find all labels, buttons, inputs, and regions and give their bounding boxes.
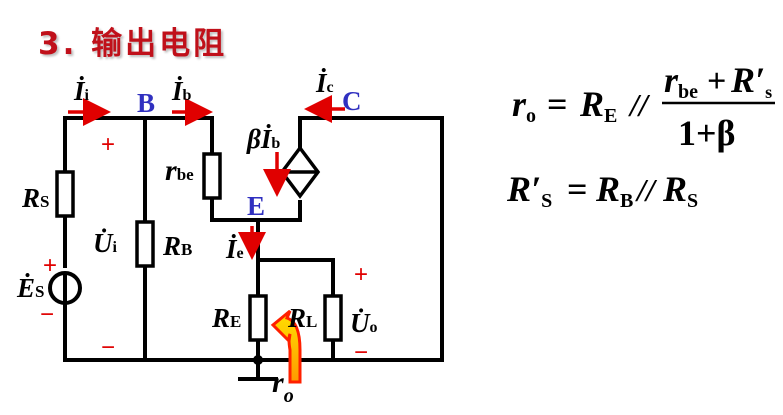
equation-ro: ro = RE // rbe + R′s 1+β — [512, 60, 775, 153]
resistor-rbe — [202, 152, 222, 200]
wire-c-top — [298, 116, 444, 362]
dependent-current-source — [279, 145, 321, 199]
node-label-e: E — [247, 191, 265, 221]
svg-text:R′s: R′s — [730, 60, 772, 102]
label-ro: ro — [272, 366, 294, 407]
polarity-minus-es: − — [40, 301, 54, 328]
svg-text:+: + — [707, 63, 726, 100]
label-rb: RB — [162, 231, 192, 261]
svg-text://: // — [628, 87, 651, 123]
label-rbe: rbe — [165, 154, 194, 187]
svg-text:RE: RE — [579, 84, 617, 127]
svg-text:rbe: rbe — [664, 60, 698, 103]
resistor-re — [248, 294, 268, 342]
svg-text:RB: RB — [595, 169, 633, 212]
polarity-minus-uo: − — [354, 339, 368, 366]
ro-arrow-icon — [270, 309, 302, 384]
current-label-beta-ib: βİb — [246, 124, 280, 154]
label-rl: RL — [287, 303, 317, 333]
current-label-ie: İe — [225, 234, 244, 264]
polarity-plus-es: + — [43, 252, 57, 279]
label-rs: RS — [21, 183, 49, 213]
svg-text:ro: ro — [512, 84, 536, 127]
svg-text:RS: RS — [662, 169, 698, 212]
svg-text://: // — [635, 172, 658, 208]
resistor-rs — [55, 170, 75, 218]
ground-node — [253, 355, 263, 365]
resistor-rb — [135, 220, 155, 268]
label-ui: U̇i — [93, 228, 118, 258]
label-uo: U̇o — [350, 308, 378, 338]
current-label-ic: İc — [315, 68, 334, 98]
label-re: RE — [211, 303, 241, 333]
svg-text:R′S: R′S — [506, 169, 552, 212]
current-label-ii: İi — [73, 76, 90, 106]
polarity-minus-ui: − — [101, 334, 115, 361]
svg-text:1+β: 1+β — [678, 113, 735, 153]
svg-text:=: = — [547, 84, 568, 124]
node-label-c: C — [342, 86, 362, 116]
wire-re-rl-top — [256, 258, 335, 298]
polarity-plus-ui: + — [101, 131, 115, 158]
equation-rs-prime: R′S = RB // RS — [506, 169, 698, 212]
svg-text:=: = — [567, 169, 588, 209]
resistor-rl — [323, 294, 343, 342]
slide-title: 3. 输出电阻 — [38, 26, 228, 62]
polarity-plus-uo: + — [354, 261, 368, 288]
node-label-b: B — [137, 88, 155, 118]
label-es: ĖS — [16, 273, 44, 303]
current-label-ib: İb — [171, 76, 192, 106]
current-arrows — [68, 95, 345, 260]
